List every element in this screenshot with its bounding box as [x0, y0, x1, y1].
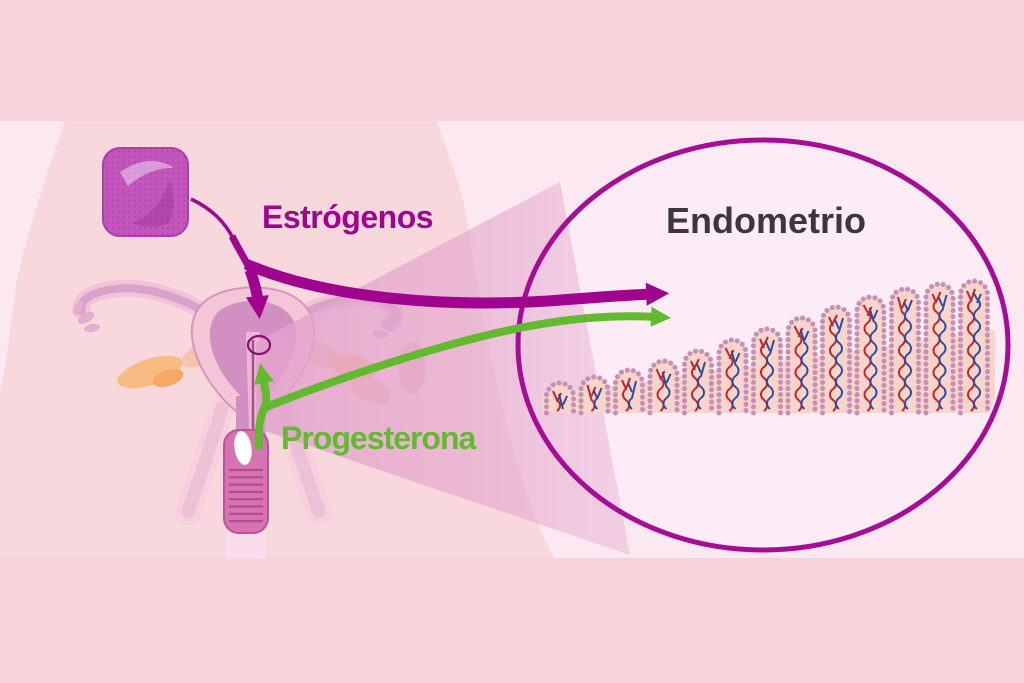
villus: [785, 315, 818, 416]
vein-vessel: [799, 328, 810, 410]
magnifier-circle-border: [515, 137, 1011, 553]
vein-vessel: [903, 299, 913, 410]
vein-vessel: [972, 291, 982, 410]
progesterone-arrow-to-uterus: [254, 363, 274, 407]
vein-vessel: [558, 393, 568, 410]
vaginal-opening: [226, 533, 266, 559]
ovary-left: [117, 355, 183, 389]
artery-vessel: [759, 336, 769, 412]
progesterone-arrow-to-endometrium: [262, 306, 671, 412]
vein-vessel: [592, 387, 603, 410]
estrogen-arrow-to-uterus: [244, 268, 269, 320]
vaginal-ovule: [234, 431, 252, 465]
endometrium-tissue: [542, 278, 995, 416]
vagina-ribs: [229, 468, 263, 523]
artery-vessel: [621, 377, 631, 412]
vein-vessel: [661, 371, 672, 410]
estrogen-arrow-to-endometrium: [243, 258, 670, 309]
patch-connector-line: [190, 197, 236, 241]
estrogen-label: Estrógenos: [262, 199, 434, 235]
endometrium-title: Endometrio: [665, 200, 867, 241]
vessels-group: [552, 288, 982, 412]
artery-vessel: [828, 314, 838, 412]
ovulation-spot-marker: [246, 334, 272, 356]
vein-vessel: [868, 307, 879, 410]
vein-vessel: [696, 361, 706, 410]
vein-vessel: [627, 380, 637, 410]
hormone-patch-icon: [102, 147, 189, 237]
fimbriae-left: [72, 300, 100, 333]
vein-vessel: [834, 317, 844, 410]
estrogen-arrow-group: [190, 197, 670, 320]
progesterone-label: Progesterona: [281, 420, 476, 456]
progesterone-arrow-group: [254, 306, 671, 450]
villus: [923, 281, 956, 416]
vein-vessel: [765, 339, 775, 410]
villus: [889, 286, 921, 416]
villus: [958, 278, 990, 416]
zoom-cone: [256, 182, 630, 555]
vein-vessel: [730, 350, 741, 410]
vein-vessel: [937, 294, 948, 410]
